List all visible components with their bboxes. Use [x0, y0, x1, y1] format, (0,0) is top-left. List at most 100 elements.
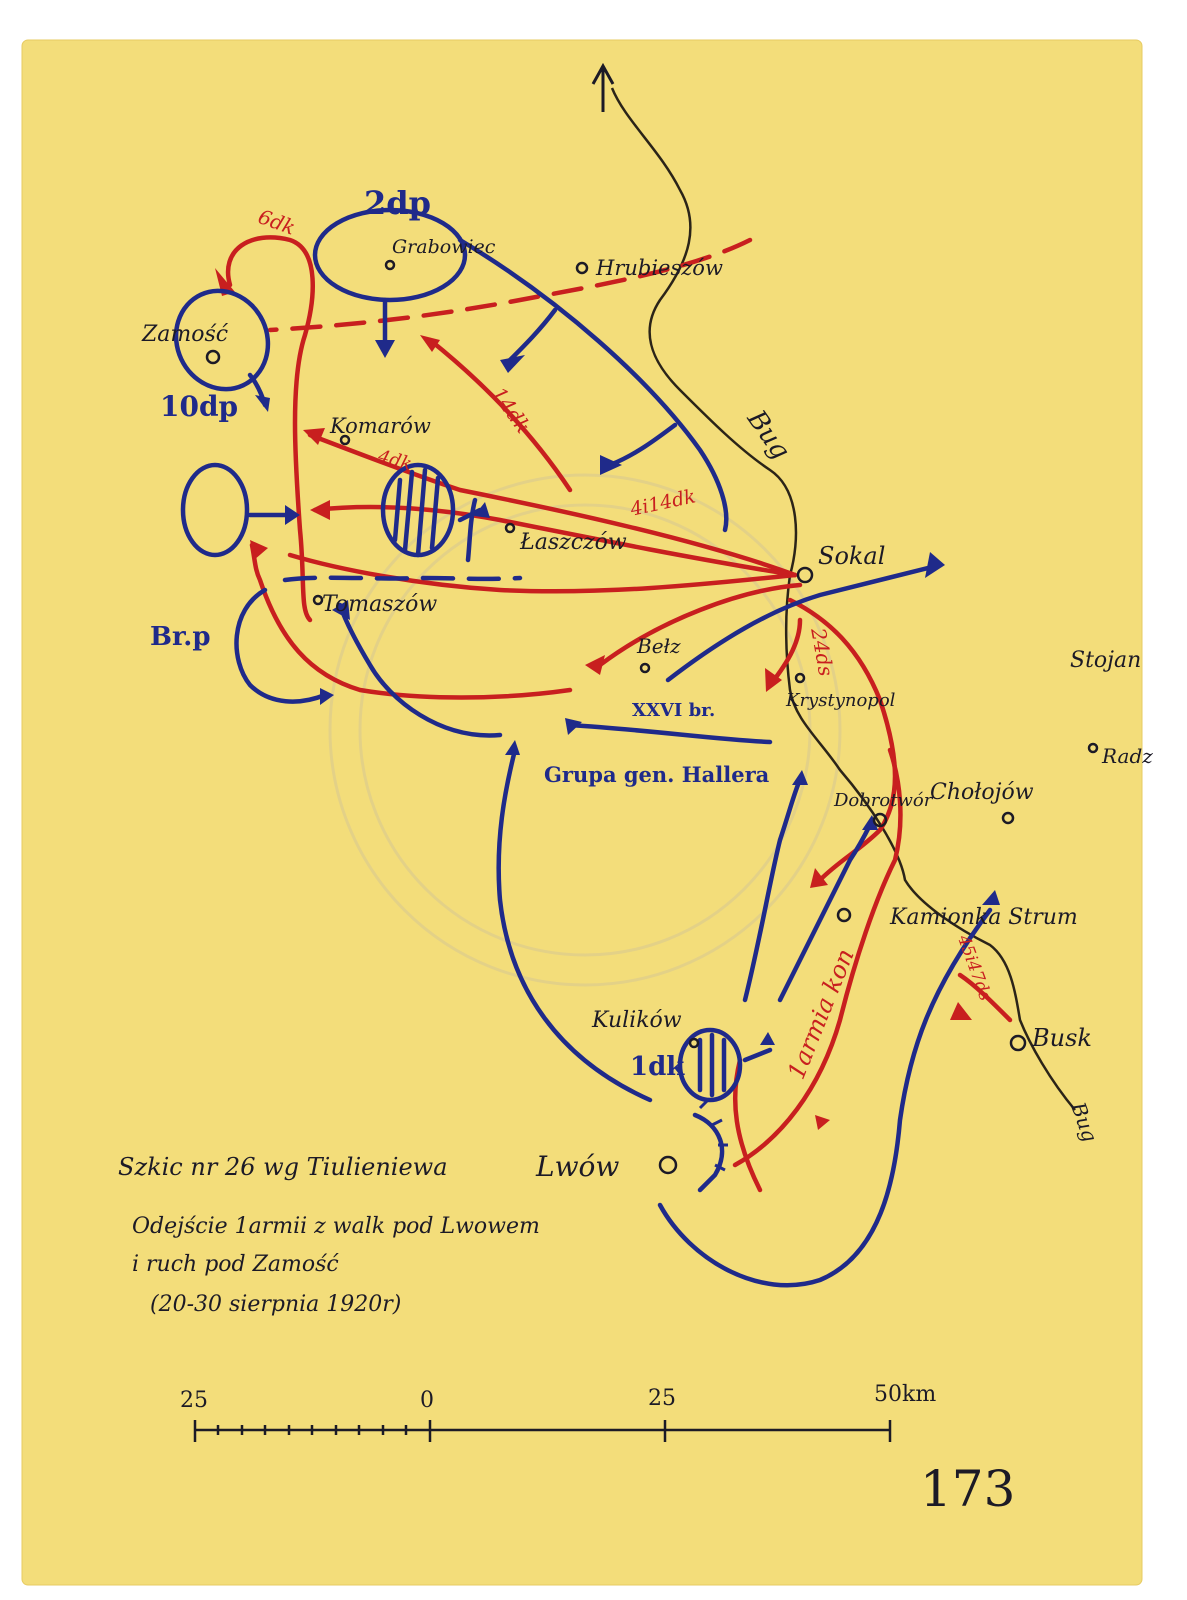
north-arrow-icon	[591, 62, 615, 112]
blue-route-1dk-hook	[465, 497, 478, 563]
caption-sketch-number: Szkic nr 26 wg Tiulieniewa	[118, 1153, 448, 1181]
unit-10dp-ellipse	[173, 288, 271, 392]
town-lwow	[658, 1155, 678, 1175]
place-zamosc: Zamość	[142, 322, 229, 347]
unit-2dp-ellipse	[312, 207, 468, 303]
blue-arrowhead	[500, 355, 525, 373]
town-hrubieszow	[575, 261, 589, 275]
red-route-hrubieszow-zamosc	[267, 237, 753, 333]
town-sokal	[796, 566, 814, 584]
place-komarow: Komarów	[330, 414, 431, 438]
place-belz: Bełz	[637, 634, 681, 658]
blue-arrowhead	[332, 600, 350, 620]
town-tomaszow	[312, 594, 324, 606]
blue-arrowhead	[285, 505, 300, 525]
town-kamionka	[836, 907, 852, 923]
place-laszczow: Łaszczów	[520, 530, 627, 555]
place-stojan: Stojan	[1070, 648, 1142, 673]
town-grabowiec	[384, 259, 396, 271]
place-grabowiec: Grabowiec	[392, 236, 496, 258]
blue-arrowhead	[474, 502, 490, 518]
blue-route-diag-2	[607, 422, 678, 468]
town-krystynopol	[794, 672, 806, 684]
town-dobrotwor	[872, 812, 888, 828]
blue-arrowhead	[760, 1032, 775, 1045]
town-komarow	[339, 434, 351, 446]
blue-arrowheads	[255, 340, 1000, 1045]
place-sokal: Sokal	[818, 542, 886, 570]
blue-route-south-loop	[657, 907, 993, 1288]
place-kulikow: Kulików	[592, 1008, 682, 1033]
blue-route-xxvi	[567, 722, 773, 745]
place-tomaszow: Tomaszów	[322, 592, 438, 617]
town-laszczow	[504, 522, 516, 534]
unit-west-ellipse	[180, 462, 250, 558]
blue-route-lwow-north	[496, 747, 653, 1103]
place-kamionka: Kamionka Strum	[890, 905, 1078, 930]
red-arrowhead	[420, 335, 440, 352]
town-belz	[639, 662, 651, 674]
place-lwow: Lwów	[536, 1150, 620, 1183]
blue-route-dobrotwor	[777, 822, 873, 1003]
red-arrowhead	[810, 868, 828, 888]
scale-label-25-east: 25	[648, 1386, 676, 1411]
scale-bar	[193, 1420, 892, 1442]
unit-2dp-label: 2dp	[364, 184, 432, 222]
unit-haller-label: Grupa gen. Hallera	[544, 762, 770, 787]
unit-10dp-label: 10dp	[160, 390, 239, 423]
red-route-sokal-belz	[597, 582, 803, 668]
red-arrowhead	[765, 668, 782, 692]
place-hrubieszow: Hrubieszów	[596, 256, 723, 280]
red-route-sokal-tomaszow	[287, 552, 798, 594]
place-cholojow: Chołojów	[930, 780, 1034, 805]
red-arrowhead	[310, 500, 330, 520]
lwow-front-line	[698, 1098, 728, 1172]
red-route-14dk	[427, 337, 573, 493]
place-busk: Busk	[1032, 1024, 1092, 1052]
scale-label-50km: 50km	[874, 1382, 937, 1407]
place-krystynopol: Krystynopol	[786, 690, 896, 711]
red-arrowhead	[585, 655, 605, 675]
blue-arrowhead	[375, 340, 395, 358]
blue-arrowhead	[505, 740, 520, 755]
blue-route-kulikow-east	[742, 1047, 773, 1063]
town-kulikow	[688, 1037, 700, 1049]
blue-route-brp-loop	[234, 587, 328, 704]
place-dobrotwor: Dobrotwór	[834, 790, 933, 811]
blue-arrowhead	[862, 815, 878, 830]
unit-kulikow-ellipse	[677, 1027, 743, 1103]
town-zamosc	[205, 349, 221, 365]
river-bug	[610, 87, 1076, 1111]
towns	[205, 259, 1099, 1175]
red-route-45-47ds	[957, 972, 1013, 1023]
caption-title-line3: (20-30 sierpnia 1920r)	[150, 1292, 402, 1317]
red-arrowhead	[303, 428, 325, 445]
blue-arrowhead	[982, 890, 1000, 905]
blue-route-tomaszow-dash	[282, 575, 523, 583]
page-number: 173	[920, 1460, 1016, 1518]
red-arrowhead	[215, 268, 235, 296]
blue-route-haller-west	[337, 602, 503, 738]
red-arrowhead	[950, 1002, 972, 1020]
blue-arrowhead	[255, 395, 270, 412]
town-radz	[1087, 742, 1099, 754]
red-arrowhead	[815, 1115, 830, 1130]
scale-label-25-west: 25	[180, 1388, 208, 1413]
blue-route-belz-sokal	[665, 562, 943, 683]
red-route-sokal-komarow	[307, 432, 798, 578]
place-radz: Radz	[1102, 744, 1153, 768]
blue-units	[173, 207, 743, 1103]
red-route-1armia	[732, 747, 903, 1168]
unit-brp-label: Br.p	[150, 622, 211, 652]
blue-arrowhead	[565, 718, 582, 735]
paper	[21, 39, 1143, 1586]
unit-xxvi-label: XXVI br.	[632, 700, 716, 721]
blue-routes	[234, 237, 993, 1288]
red-route-6dk	[225, 235, 315, 623]
town-busk	[1009, 1034, 1027, 1052]
scale-label-0: 0	[420, 1388, 434, 1413]
caption-title-line1: Odejście 1armii z walk pod Lwowem	[132, 1214, 540, 1239]
unit-1dk-label: 1dk	[630, 1052, 685, 1082]
blue-arrowhead	[792, 770, 808, 785]
